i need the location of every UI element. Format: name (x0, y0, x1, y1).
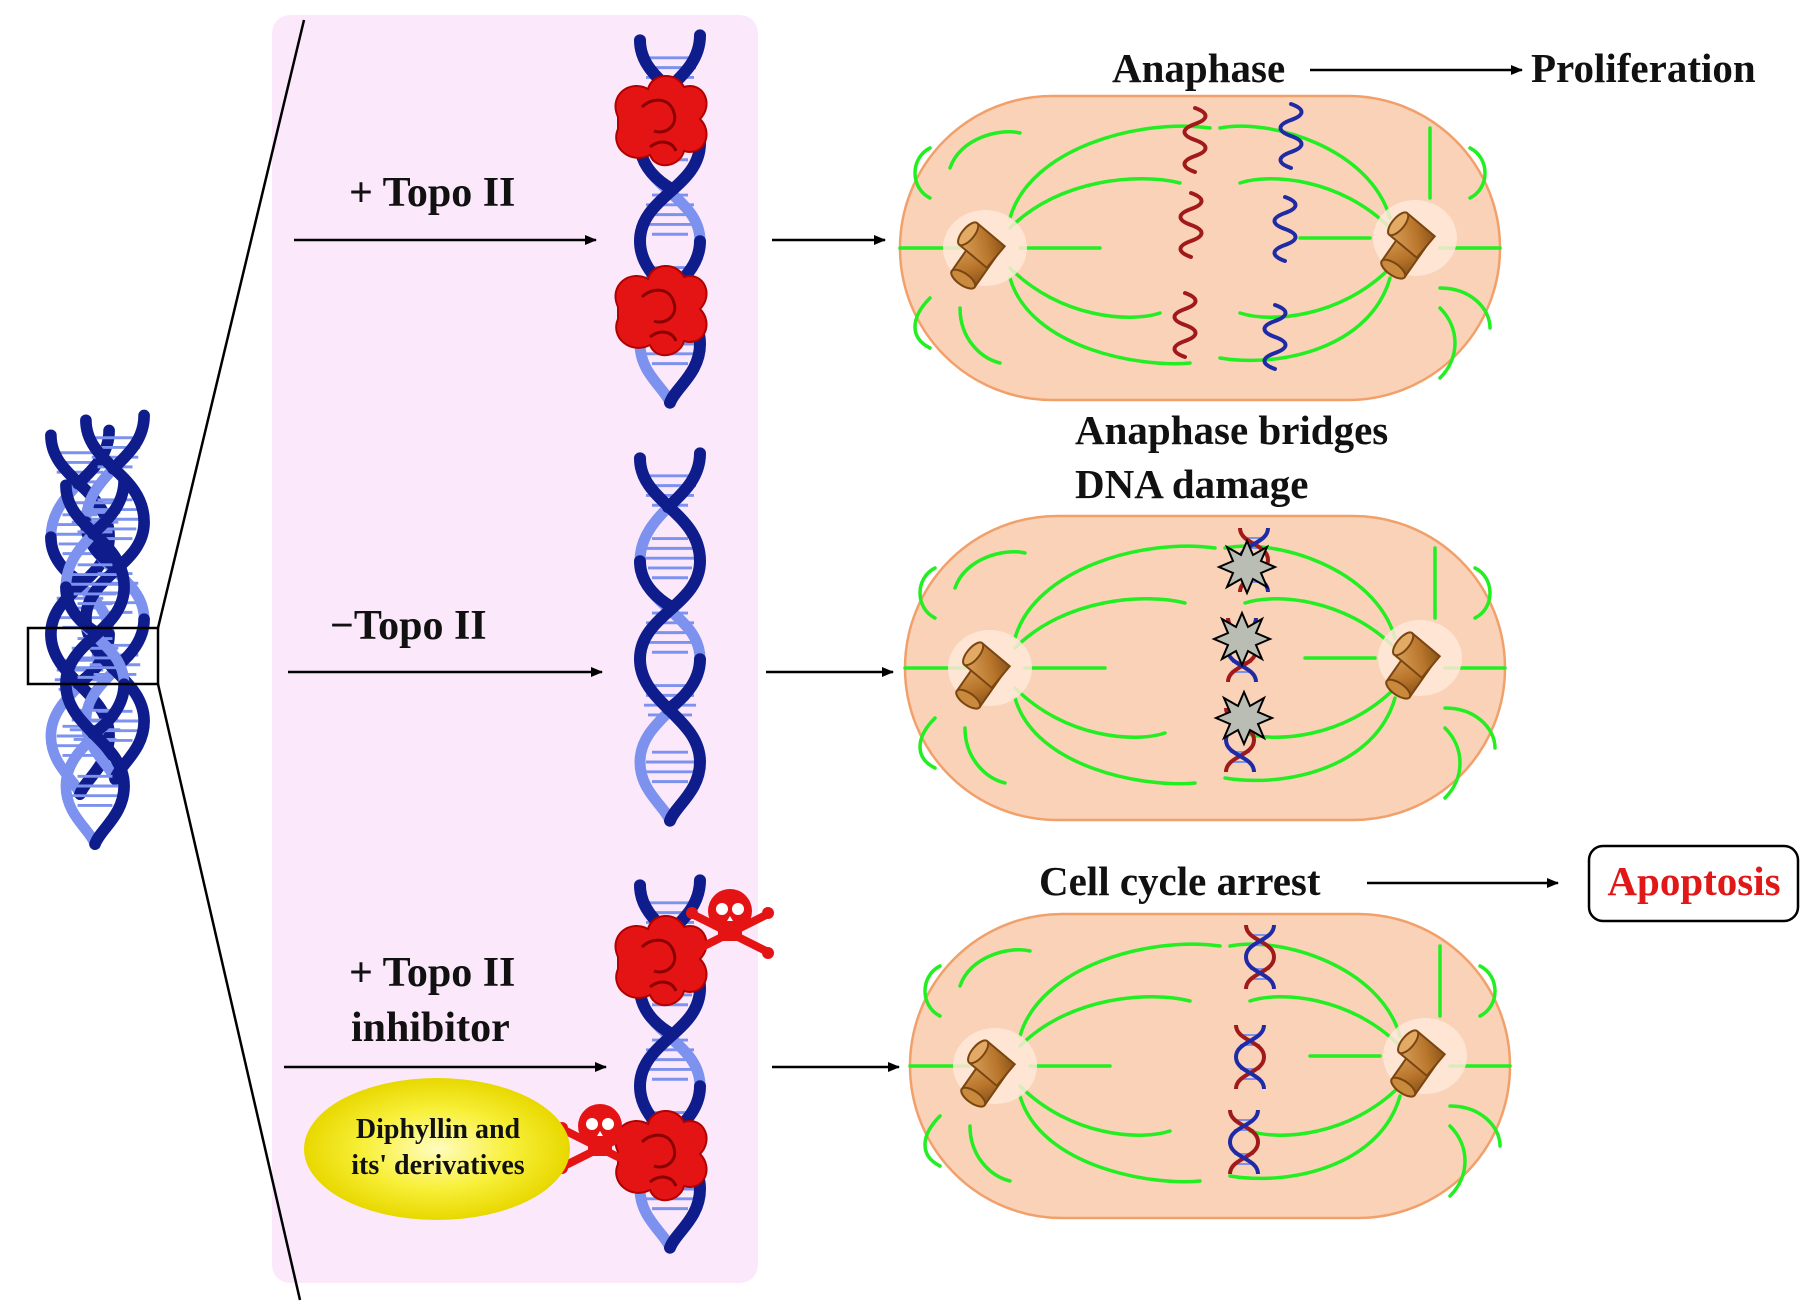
label-apoptosis: Apoptosis (1607, 858, 1781, 904)
apoptosis-box (1587, 844, 1800, 923)
label-topo-plus: + Topo II (349, 170, 516, 216)
label-diphyllin: Diphyllin and its' derivatives (313, 1112, 563, 1185)
label-anaphase: Anaphase (1112, 45, 1286, 91)
label-proliferation: Proliferation (1531, 45, 1756, 91)
damage-burst-icon (1218, 540, 1276, 594)
label-diphyllin-line2: its' derivatives (351, 1150, 525, 1182)
label-topo-minus: −Topo II (330, 603, 487, 649)
zoom-line-top (156, 19, 306, 629)
anaphase-cell (900, 96, 1500, 400)
damage-burst-icon (1213, 612, 1271, 666)
label-diphyllin-line1: Diphyllin and (355, 1114, 521, 1145)
label-topo-inhibitor-line2: inhibitor (351, 1005, 510, 1051)
arrested-cell (910, 914, 1510, 1218)
label-anaphase-bridges: Anaphase bridges (1075, 407, 1389, 453)
zoom-line-bottom (156, 683, 302, 1301)
overview-dna-icon (51, 415, 144, 844)
label-cell-cycle-arrest: Cell cycle arrest (1039, 858, 1321, 904)
label-dna-damage: DNA damage (1075, 461, 1309, 507)
anaphase-bridge-cell (905, 516, 1505, 820)
zoom-box (26, 626, 160, 686)
diphyllin-ellipse (304, 1078, 570, 1220)
damage-burst-icon (1215, 691, 1273, 745)
label-topo-inhibitor-line1: + Topo II (349, 950, 516, 996)
